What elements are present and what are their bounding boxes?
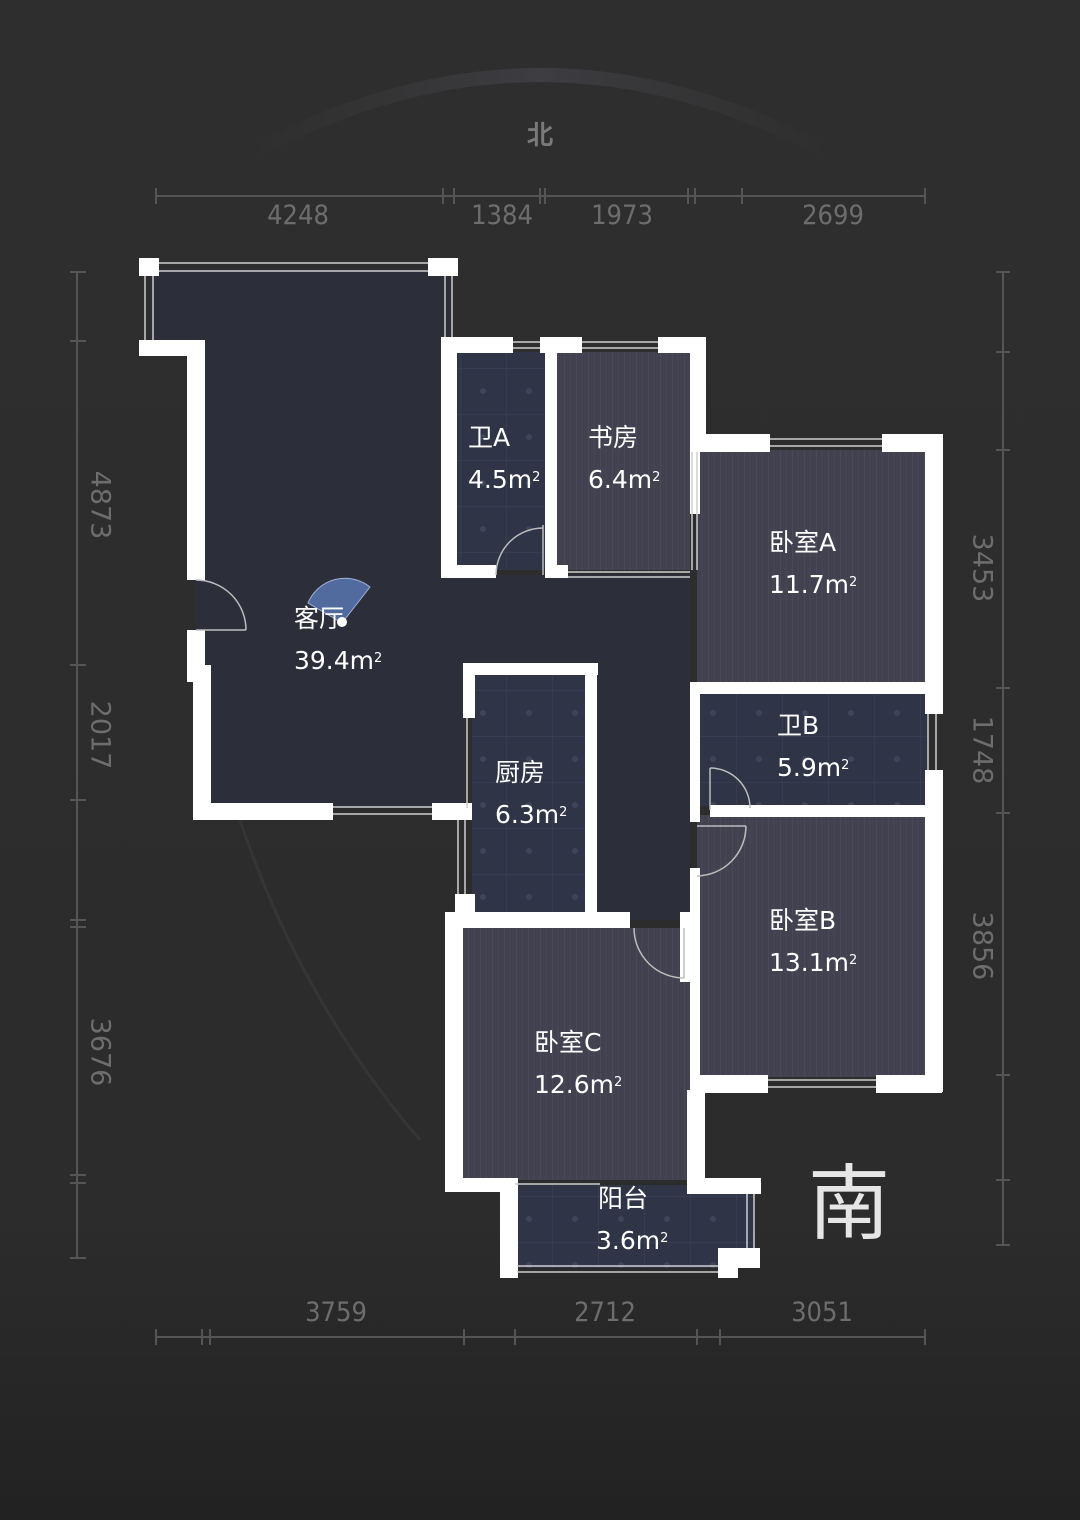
room-name: 阳台 xyxy=(598,1184,649,1213)
top-dim-3: 1973 xyxy=(591,200,653,231)
room-name: 客厅 xyxy=(294,604,345,633)
bath-a-floor xyxy=(456,352,546,570)
left-dim-3: 3676 xyxy=(84,1017,116,1087)
room-name: 书房 xyxy=(588,423,639,452)
room-bath-a[interactable]: 卫A 4.5m2 xyxy=(468,417,540,501)
south-label: 南 xyxy=(808,1157,891,1252)
study-floor xyxy=(556,352,690,570)
bottom-dim-1: 3759 xyxy=(305,1297,367,1328)
room-name: 卧室C xyxy=(534,1028,602,1057)
right-dim-3: 3856 xyxy=(966,911,998,981)
bottom-dim-2: 2712 xyxy=(574,1297,636,1328)
camera-view-icon xyxy=(307,577,371,627)
room-bath-b[interactable]: 卫B 5.9m2 xyxy=(777,705,849,789)
bottom-dimension-line xyxy=(155,1329,926,1345)
room-bedroom-a[interactable]: 卧室A 11.7m2 xyxy=(769,522,857,606)
bedroom-a-floor xyxy=(697,450,927,685)
right-dim-1: 3453 xyxy=(966,533,998,603)
room-living[interactable]: 客厅 39.4m2 xyxy=(294,598,382,682)
room-balcony[interactable]: 阳台 3.6m2 xyxy=(596,1178,668,1262)
room-bedroom-c[interactable]: 卧室C 12.6m2 xyxy=(534,1022,622,1106)
windows xyxy=(144,262,937,1273)
left-dim-2: 2017 xyxy=(84,700,116,770)
right-dimension-line xyxy=(996,271,1010,1246)
top-dim-4: 2699 xyxy=(802,200,864,231)
balcony-floor xyxy=(517,1185,753,1268)
room-area: 4.5m2 xyxy=(468,465,541,494)
room-area: 11.7m2 xyxy=(769,570,858,599)
room-area: 6.4m2 xyxy=(588,465,661,494)
bedroom-c-floor xyxy=(462,928,690,1180)
room-area: 5.9m2 xyxy=(777,753,850,782)
room-study[interactable]: 书房 6.4m2 xyxy=(588,417,660,501)
room-bedroom-b[interactable]: 卧室B 13.1m2 xyxy=(769,900,857,984)
room-name: 卫A xyxy=(468,423,511,452)
room-name: 厨房 xyxy=(495,758,546,787)
living-room-floor xyxy=(150,270,690,920)
walls xyxy=(139,258,943,1278)
bottom-dim-3: 3051 xyxy=(791,1297,853,1328)
top-dim-1: 4248 xyxy=(267,200,329,231)
room-area: 12.6m2 xyxy=(534,1070,623,1099)
right-dim-2: 1748 xyxy=(966,715,998,785)
room-name: 卧室B xyxy=(769,906,837,935)
north-label: 北 xyxy=(526,121,554,151)
room-area: 6.3m2 xyxy=(495,800,568,829)
room-kitchen[interactable]: 厨房 6.3m2 xyxy=(495,752,567,836)
room-area: 39.4m2 xyxy=(294,646,383,675)
room-area: 3.6m2 xyxy=(596,1226,669,1255)
room-name: 卧室A xyxy=(769,528,837,557)
bedroom-b-floor xyxy=(697,815,927,1077)
doors xyxy=(195,525,751,979)
left-dim-1: 4873 xyxy=(84,470,116,540)
room-area: 13.1m2 xyxy=(769,948,858,977)
kitchen-floor xyxy=(472,672,588,920)
top-dim-2: 1384 xyxy=(471,200,533,231)
bath-b-floor xyxy=(697,693,927,806)
left-dimension-line xyxy=(70,271,86,1259)
top-dimension-line xyxy=(155,188,926,204)
room-name: 卫B xyxy=(777,711,820,740)
